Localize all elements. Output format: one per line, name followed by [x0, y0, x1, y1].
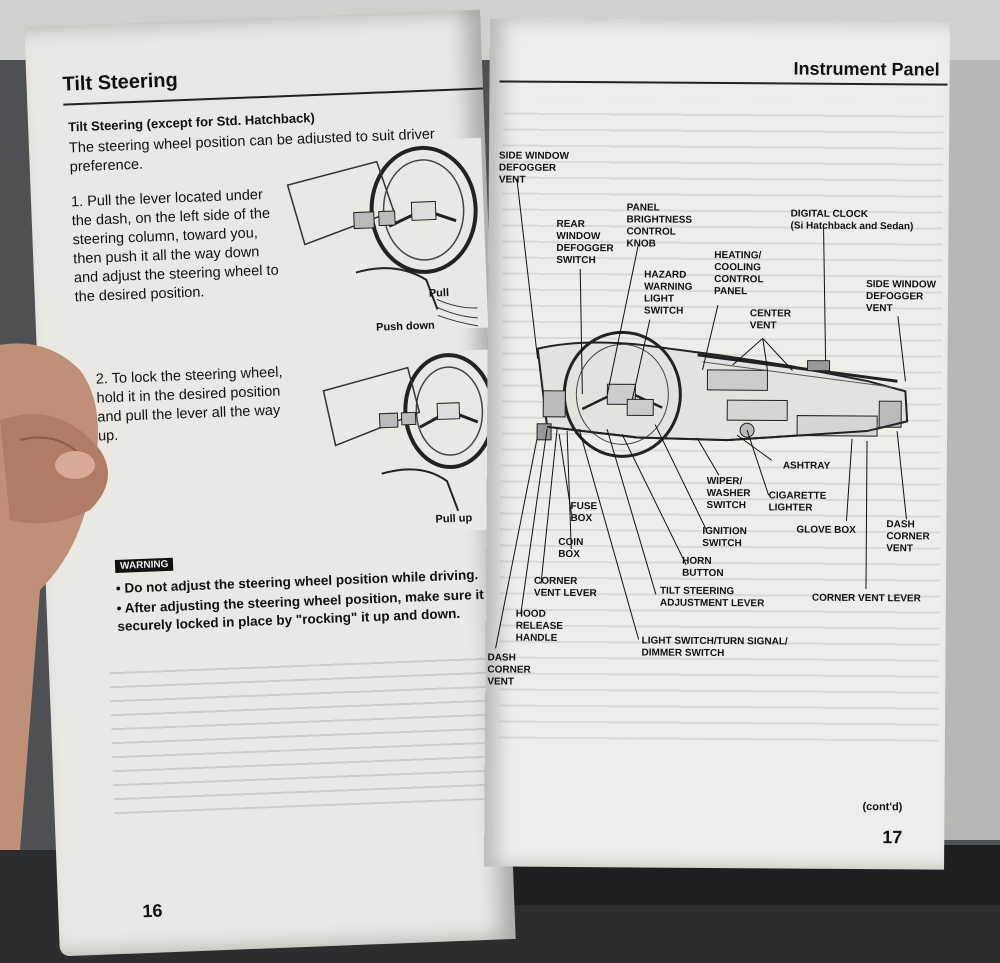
label-ashtray: ASHTRAY [782, 460, 831, 472]
left-page-title: Tilt Steering [62, 69, 179, 96]
label-center-vent: CENTER VENT [749, 308, 792, 332]
continued-label: (cont'd) [862, 801, 903, 814]
label-rear-window-defogger-switch: REAR WINDOW DEFOGGER SWITCH [556, 218, 614, 267]
label-horn-button: HORN BUTTON [682, 555, 724, 580]
label-corner-vent-lever-left: CORNER VENT LEVER [533, 575, 597, 600]
hand-holding-book [0, 343, 108, 850]
label-ignition-switch: IGNITION SWITCH [702, 525, 747, 550]
pull-callout: Pull [428, 286, 450, 300]
label-wiper-washer-switch: WIPER/ WASHER SWITCH [706, 475, 751, 512]
label-corner-vent-lever-right: CORNER VENT LEVER [811, 592, 921, 605]
right-page: Instrument Panel [484, 18, 950, 870]
label-dash-corner-vent-left: DASH CORNER VENT [487, 652, 531, 688]
background-right [940, 60, 1000, 840]
left-page-number: 16 [141, 900, 163, 922]
label-light-switch: LIGHT SWITCH/TURN SIGNAL/ DIMMER SWITCH [641, 635, 788, 660]
label-tilt-steering-adjustment-lever: TILT STEERING ADJUSTMENT LEVER [659, 585, 765, 610]
label-dash-corner-vent-right: DASH CORNER VENT [886, 519, 930, 555]
pull-up-callout: Pull up [435, 512, 473, 526]
label-side-window-defogger-vent-left: SIDE WINDOW DEFOGGER VENT [498, 150, 570, 186]
push-down-callout: Push down [375, 319, 435, 334]
label-hood-release-handle: HOOD RELEASE HANDLE [515, 608, 563, 644]
label-side-window-defogger-vent-right: SIDE WINDOW DEFOGGER VENT [865, 279, 937, 315]
show-through-text [108, 649, 495, 815]
left-page: Tilt Steering Tilt Steering (except for … [24, 9, 516, 957]
steering-illustration-1 [281, 137, 489, 336]
step-1-text: 1. Pull the lever located under the dash… [70, 187, 279, 306]
warning-list: • Do not adjust the steering wheel posit… [116, 565, 510, 638]
label-fuse-box: FUSE BOX [570, 500, 598, 525]
label-cigarette-lighter: CIGARETTE LIGHTER [768, 490, 827, 514]
label-heating-cooling-control-panel: HEATING/ COOLING CONTROL PANEL [714, 249, 764, 298]
steering-illustration-2 [317, 349, 500, 536]
label-glove-box: GLOVE BOX [796, 524, 856, 536]
label-digital-clock: DIGITAL CLOCK (Si Hatchback and Sedan) [790, 208, 914, 233]
label-panel-brightness-control-knob: PANEL BRIGHTNESS CONTROL KNOB [626, 202, 693, 250]
instrument-panel-diagram [495, 178, 909, 649]
right-page-number: 17 [882, 827, 903, 848]
label-coin-box: COIN BOX [558, 536, 584, 561]
label-hazard-warning-light-switch: HAZARD WARNING LIGHT SWITCH [643, 269, 693, 317]
